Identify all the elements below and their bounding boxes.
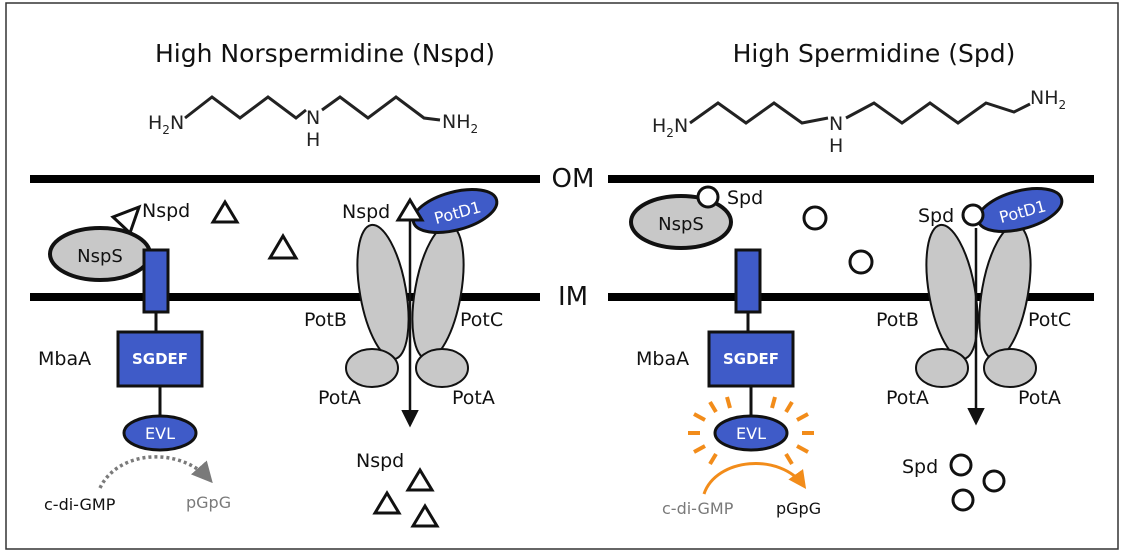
norspermidine-structure: H2N N H NH2 <box>148 95 478 151</box>
spd-center-h: H <box>829 135 843 157</box>
nspd-chain-left <box>184 95 307 120</box>
nspd-triangle <box>210 199 240 224</box>
nspd-nh2: NH2 <box>442 111 478 136</box>
right-spd-label-2: Spd <box>918 205 954 227</box>
left-pgpg-label: pGpG <box>186 493 231 512</box>
right-evl <box>713 414 789 452</box>
spd-chain-left <box>689 101 829 125</box>
spd-circle <box>949 453 973 477</box>
right-bound-spd-potd1 <box>961 203 985 227</box>
right-sgdef-label: SGDEF <box>723 350 779 368</box>
left-pota-left-label: PotA <box>318 387 361 409</box>
left-mbaa-tm <box>142 248 170 314</box>
nspd-triangle <box>405 467 435 492</box>
right-active-reaction-arrow <box>702 462 807 495</box>
left-sgdef-label: SGDEF <box>132 350 188 368</box>
spermidine-structure: H2N N H NH2 <box>652 87 1066 157</box>
left-nspd-label-3: Nspd <box>356 450 404 472</box>
right-cdigmp-label: c-di-GMP <box>662 499 734 518</box>
left-nspd-label-1: Nspd <box>142 200 190 222</box>
right-pgpg-label: pGpG <box>776 499 821 518</box>
right-spd-label-1: Spd <box>727 187 763 209</box>
right-pota-right-label: PotA <box>1018 387 1061 409</box>
spd-circle <box>802 205 828 231</box>
right-title: High Spermidine (Spd) <box>733 39 1016 68</box>
nspd-triangle <box>267 233 299 260</box>
left-potc-label: PotC <box>460 309 503 331</box>
spd-center-n: N <box>829 113 843 135</box>
left-mbaa-label: MbaA <box>38 348 91 370</box>
nspd-center-n: N <box>306 107 320 129</box>
right-evl-glow <box>688 396 814 466</box>
left-cdigmp-label: c-di-GMP <box>44 495 116 514</box>
spd-circle <box>951 488 975 512</box>
figure-border <box>5 2 1119 550</box>
spd-circle <box>848 249 874 275</box>
left-potd1 <box>411 188 499 234</box>
left-pota-right <box>415 348 469 388</box>
left-bound-nspd-triangle <box>110 204 142 236</box>
left-pota-right-label: PotA <box>452 387 495 409</box>
nspd-triangle <box>410 503 440 528</box>
left-inactive-reaction-arrow <box>98 455 213 489</box>
right-nsps <box>629 194 733 250</box>
right-evl-label: EVL <box>736 424 766 443</box>
right-mbaa-label: MbaA <box>636 348 689 370</box>
left-potc <box>411 223 465 361</box>
right-bound-spd-circle <box>696 185 720 209</box>
right-pota-left-label: PotA <box>886 387 929 409</box>
left-evl-label: EVL <box>145 424 175 443</box>
inner-membrane-label: IM <box>558 282 588 312</box>
nspd-center-h: H <box>306 129 320 151</box>
nspd-triangle <box>372 490 402 515</box>
left-potb-label: PotB <box>304 309 347 331</box>
outer-membrane-label: OM <box>552 164 595 194</box>
left-nsps-label: NspS <box>77 246 123 267</box>
right-potc-label: PotC <box>1028 309 1071 331</box>
spd-h2n: H2N <box>652 115 688 140</box>
right-panel: High Spermidine (Spd) H2N N H NH2 NspS S… <box>608 39 1094 518</box>
left-potb <box>356 223 410 361</box>
left-sgdef-box <box>116 330 204 388</box>
left-pota-left <box>345 348 399 388</box>
right-potb-label: PotB <box>876 309 919 331</box>
nspd-chain-right <box>321 95 441 122</box>
spd-chain-right <box>845 101 1031 125</box>
left-title: High Norspermidine (Nspd) <box>155 39 495 68</box>
nspd-h2n-h: H2N <box>148 112 184 137</box>
left-nspd-label-2: Nspd <box>342 201 390 223</box>
right-mbaa-tm <box>734 248 762 314</box>
right-potc <box>978 223 1032 361</box>
spd-nh2: NH2 <box>1030 87 1066 112</box>
right-nsps-label: NspS <box>658 214 704 235</box>
right-spd-label-3: Spd <box>902 456 938 478</box>
left-bound-nspd-potd1 <box>395 197 425 222</box>
right-pota-right <box>983 348 1037 388</box>
spd-circle <box>982 469 1006 493</box>
right-pota-left <box>915 348 969 388</box>
left-panel: High Norspermidine (Nspd) H2N N H NH2 Ns… <box>30 39 540 528</box>
left-evl <box>122 414 198 452</box>
